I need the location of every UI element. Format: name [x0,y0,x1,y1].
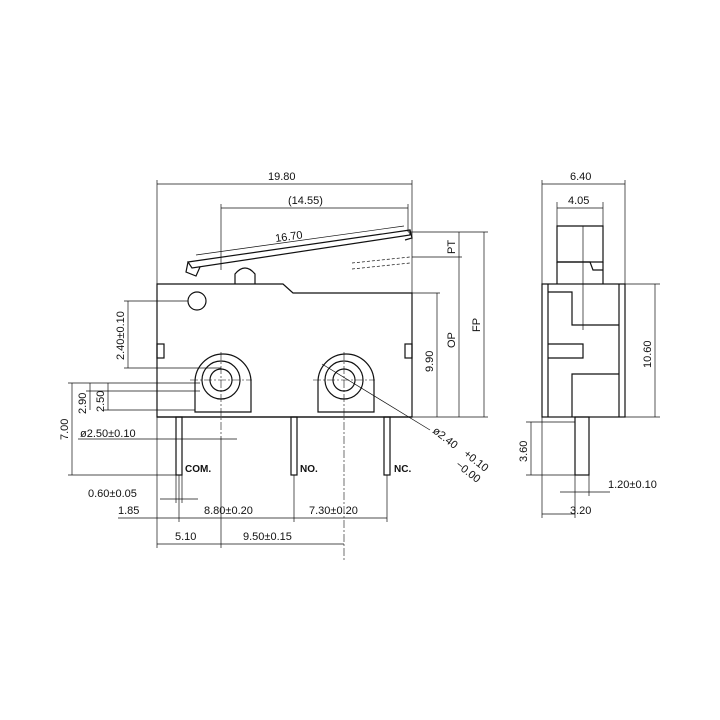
com-terminal [175,416,183,476]
dim-lever-length: 16.70 [274,229,303,245]
side-actuator [556,225,604,263]
dim-pin-width: 0.60±0.05 [88,488,137,500]
lever-free-position [351,256,411,264]
body-bump-right [404,343,413,359]
side-view: 6.40 4.05 10.60 3.60 1.20±0.10 3.20 [518,171,660,518]
nc-terminal-label: NC. [394,464,411,475]
plunger-button [234,267,256,284]
dim-com-to-no: 8.80±0.20 [204,505,253,517]
no-terminal-label: NO. [300,464,318,475]
dim-mount-hole-diameter: ø2.50±0.10 [80,428,136,440]
side-pin [574,416,590,476]
front-view: COM. NO. NC. 19.80 (14.55) 16.70 9.90 PT… [59,171,490,560]
lever-free-position-2 [351,262,411,270]
dim-com-offset: 1.85 [118,505,139,517]
dim-lever-span: (14.55) [288,195,323,207]
lever-hook [185,261,201,277]
dim-side-overall-width: 6.40 [570,171,591,183]
dim-pin-length: 7.00 [59,419,71,440]
dim-side-pin-length: 3.60 [518,441,530,462]
actuator-lever [186,229,411,269]
dim-side-actuator-width: 4.05 [568,195,589,207]
dim-hole-spacing: 9.50±0.15 [243,531,292,543]
dim-hole-vertical: 2.90 [77,393,89,414]
dim-overall-length: 19.80 [268,171,296,183]
dim-side-body-height: 10.60 [642,340,654,368]
right-mount-hole [317,353,375,413]
dim-fp: FP [471,318,483,332]
com-terminal-label: COM. [185,464,211,475]
dim-right-hole-diameter: ø2.40 [430,425,460,452]
dim-no-to-nc: 7.30±0.20 [309,505,358,517]
dim-upper-hole-offset: 2.40±0.10 [115,311,127,360]
upper-mount-hole [187,291,207,311]
dim-op: OP [446,332,458,348]
dim-side-pin-thickness: 1.20±0.10 [608,479,657,491]
dim-side-pin-offset: 3.20 [570,505,591,517]
dim-edge-to-hole: 5.10 [175,531,196,543]
dim-pt: PT [446,240,458,254]
no-terminal [290,416,298,476]
nc-terminal [383,416,391,476]
body-bump-left [156,343,165,359]
dim-hole-height: 2.50 [95,391,107,412]
dim-body-height: 9.90 [424,351,436,372]
com-mount-hole [194,353,252,413]
